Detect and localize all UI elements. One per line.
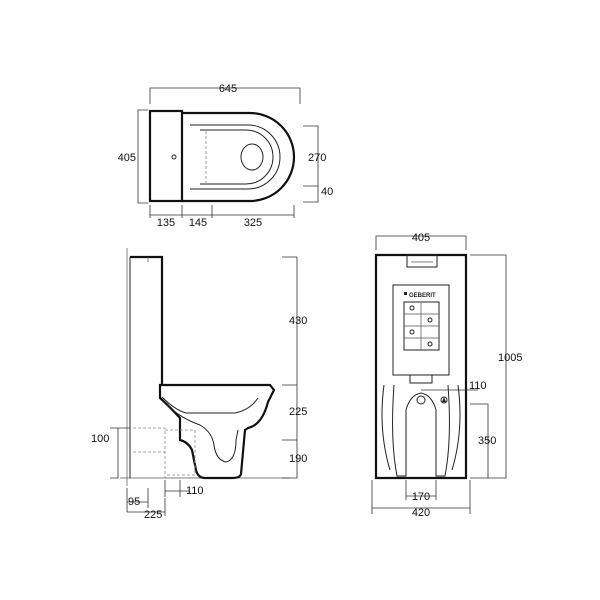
top-offset-dimension: 40: [303, 186, 333, 203]
bowl-side: [158, 383, 276, 480]
tank-height-label: 430: [289, 315, 307, 327]
segment-3-label: 325: [244, 217, 262, 229]
top-depth-dimension: 405: [118, 109, 148, 204]
drain-hole: [416, 395, 426, 405]
top-depth-label: 405: [118, 152, 136, 164]
front-width-dimension: 405: [375, 232, 467, 250]
top-view: 645 405 270 40 135 145 325: [118, 83, 334, 229]
seat-outline: [190, 124, 281, 190]
bowl-outline-front: [381, 384, 461, 471]
base-width-dimension: 420: [371, 480, 471, 519]
bowl-hole: [240, 143, 264, 171]
low-height-label: 350: [478, 435, 496, 447]
total-height-label: 1005: [498, 352, 522, 364]
drain-offset-label: 110: [186, 485, 204, 497]
seat-inner: [200, 129, 274, 185]
seat-offset-label: 40: [321, 186, 333, 198]
trap-line: [165, 403, 239, 463]
top-length-dimension: 645: [149, 83, 301, 104]
top-valve: [406, 254, 438, 268]
front-body: [374, 253, 468, 480]
top-segments-dimension: 135 145 325: [149, 205, 295, 229]
bowl-height-label: 225: [289, 406, 307, 418]
segment-2-label: 145: [189, 217, 207, 229]
side-view: 430 225 190 100 110 95 225: [91, 248, 307, 521]
outlet-dashed: [165, 429, 196, 476]
seat-side: [161, 396, 259, 414]
wall-to-drain-label: 225: [144, 509, 162, 521]
seat-width-label: 270: [308, 152, 326, 164]
segment-1-label: 135: [157, 217, 175, 229]
top-seat-dimension: 270: [303, 125, 326, 187]
wall-gap-dimension: 95: [126, 488, 149, 512]
inlet-dimension: 100: [91, 427, 130, 479]
drain-height-label: 110: [469, 380, 487, 392]
front-width-label: 405: [412, 232, 430, 244]
wall-gap-label: 95: [128, 496, 140, 508]
side-height-dimension: 430 225 190: [282, 256, 307, 479]
drain-height-dimension: 110: [421, 380, 487, 392]
inner-width-dimension: 170: [405, 480, 437, 503]
drain-dimension: 110: [164, 480, 204, 497]
wall-to-drain-dimension: 225: [127, 498, 166, 521]
outlet-pipe: [409, 374, 433, 384]
inlet-height-label: 100: [91, 433, 109, 445]
brand-logo: GEBERIT: [404, 292, 436, 299]
base-height-label: 190: [289, 453, 307, 465]
base-width-label: 420: [412, 507, 430, 519]
top-length-label: 645: [219, 83, 237, 95]
front-view: 405 GEBERIT 110 1005: [371, 232, 522, 519]
inner-width-label: 170: [412, 491, 430, 503]
brand-label: GEBERIT: [409, 293, 436, 299]
frame-legs: [392, 384, 450, 477]
flush-button-icon: [171, 154, 177, 160]
bowl-outline-top: [182, 111, 296, 203]
pipe-dashed: [133, 427, 166, 478]
cistern-top: [148, 109, 184, 203]
low-height-dimension: 350: [470, 403, 496, 478]
tank-side: [130, 255, 164, 385]
